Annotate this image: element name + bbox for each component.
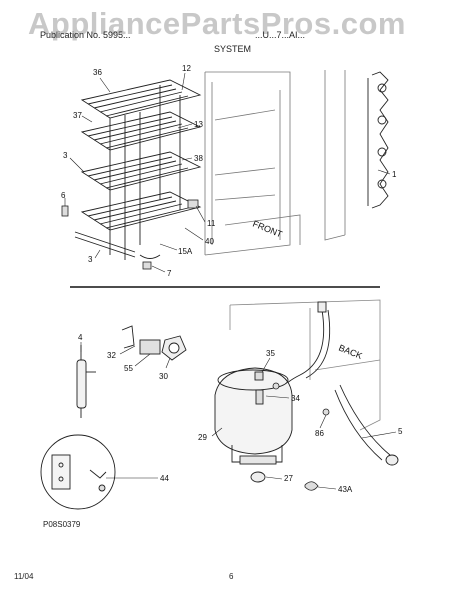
- cabinet-outline: [204, 70, 346, 256]
- small-upper-parts: [61, 199, 199, 270]
- callout-11: 11: [207, 219, 216, 228]
- leader-lines-lower: [80, 342, 397, 490]
- header-model: ...U...7...AI...: [255, 30, 306, 40]
- leader-lines-upper: [64, 72, 391, 273]
- tubing-right: [284, 301, 399, 466]
- compressor: [214, 367, 293, 483]
- relay-assembly: [121, 325, 187, 361]
- callout-86: 86: [315, 429, 324, 438]
- callout-3b: 3: [88, 255, 93, 264]
- callout-12: 12: [182, 64, 191, 73]
- shelf-coils: [74, 79, 202, 260]
- callout-55: 55: [124, 364, 133, 373]
- callout-15a: 15A: [178, 247, 193, 256]
- drier: [76, 345, 96, 418]
- side-coil: [367, 71, 389, 209]
- callout-5: 5: [398, 427, 403, 436]
- callout-40: 40: [205, 237, 214, 246]
- callout-44: 44: [160, 474, 169, 483]
- section-title: SYSTEM: [214, 44, 252, 54]
- callout-36: 36: [93, 68, 102, 77]
- callout-37: 37: [73, 111, 82, 120]
- callout-35: 35: [266, 349, 275, 358]
- callout-4: 4: [78, 333, 83, 342]
- callout-32: 32: [107, 351, 116, 360]
- callouts-lower: 4 32 55 30 35 34 29 86 5 44 27 43A: [78, 333, 403, 494]
- callout-6: 6: [61, 191, 66, 200]
- callout-30: 30: [159, 372, 168, 381]
- callout-7: 7: [167, 269, 172, 278]
- callout-34: 34: [291, 394, 300, 403]
- outlet-detail: [40, 434, 116, 510]
- callouts-upper: 36 12 37 13 3 38 1 6 11 40 15A 3 7: [61, 64, 397, 278]
- footer-page: 6: [229, 572, 234, 581]
- callout-43a: 43A: [338, 485, 353, 494]
- callout-38: 38: [194, 154, 203, 163]
- diagram-code: P08S0379: [43, 520, 81, 529]
- callout-1: 1: [392, 170, 397, 179]
- callout-3a: 3: [63, 151, 68, 160]
- callout-13: 13: [194, 120, 203, 129]
- watermark: AppliancePartsPros.com: [28, 6, 406, 41]
- header-publication: Publication No. 5995...: [40, 30, 131, 40]
- label-front: FRONT: [251, 219, 284, 240]
- label-back: BACK: [337, 343, 363, 361]
- callout-27: 27: [284, 474, 293, 483]
- footer-date: 11/04: [14, 572, 34, 581]
- callout-29: 29: [198, 433, 207, 442]
- small-lower-parts: [272, 382, 330, 491]
